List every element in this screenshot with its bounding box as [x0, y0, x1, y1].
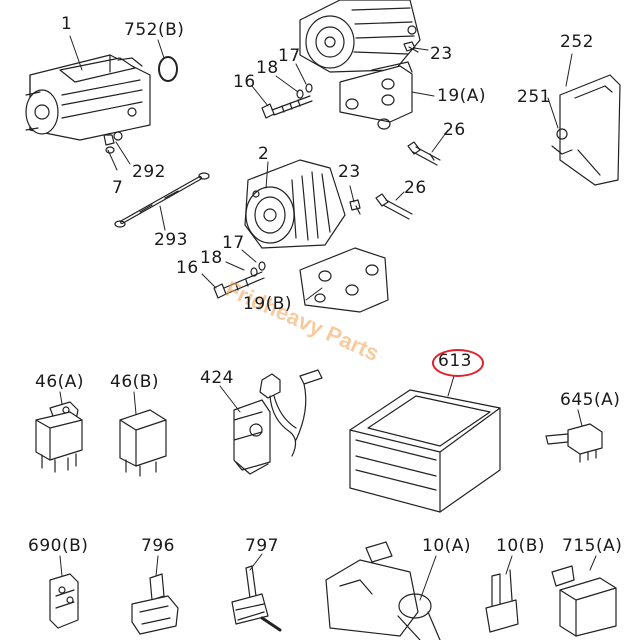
relay-715a-drawing: [551, 565, 617, 637]
bolt-16-lower-drawing: [213, 261, 266, 299]
upper-alternator-drawing: [299, 0, 421, 73]
callout-752b: 752(B): [124, 20, 185, 40]
callout-252: 252: [560, 32, 594, 52]
sensor-10a-drawing: [325, 541, 441, 640]
lower-alternator-drawing: [244, 159, 346, 249]
callout-7: 7: [112, 178, 124, 198]
callout-293: 293: [154, 230, 188, 250]
callout-10a: 10(A): [422, 536, 472, 556]
highlight-circle-613: [432, 349, 484, 377]
callout-424: 424: [200, 368, 234, 388]
bolt-23-lower-drawing: [349, 199, 361, 215]
bracket-19a-drawing: [339, 61, 413, 130]
bolt-26-lower-drawing: [375, 193, 413, 220]
bolt-16-upper-drawing: [261, 83, 313, 119]
callout-613: 613: [438, 351, 472, 371]
callout-19b: 19(B): [243, 294, 293, 314]
bracket-19b-drawing: [299, 247, 389, 313]
sensor-796-drawing: [131, 573, 179, 635]
callout-18-lower: 18: [200, 248, 223, 268]
relay-46b-drawing: [119, 409, 167, 477]
callout-690b: 690(B): [28, 536, 89, 556]
callout-16-upper: 16: [233, 72, 256, 92]
bracket-252-drawing: [551, 74, 621, 186]
callout-251: 251: [517, 87, 551, 107]
bolt-26-upper-drawing: [407, 141, 441, 166]
connector-690b-drawing: [49, 573, 79, 629]
callout-645a: 645(A): [560, 390, 621, 410]
starter-motor-drawing: [25, 54, 151, 141]
callout-23-lower: 23: [338, 162, 361, 182]
harness-424-drawing: [233, 369, 323, 475]
callout-2: 2: [258, 144, 270, 164]
callout-46b: 46(B): [110, 372, 160, 392]
callout-26-lower: 26: [404, 178, 427, 198]
sensor-797-drawing: [231, 565, 282, 632]
starter-washers-drawing: [103, 131, 123, 154]
callout-1: 1: [61, 14, 73, 34]
callout-26-upper: 26: [443, 120, 466, 140]
leader-lines: [59, 35, 597, 601]
callout-18-upper: 18: [256, 58, 279, 78]
callout-17-lower: 17: [222, 233, 245, 253]
connector-645a-drawing: [545, 423, 603, 463]
callout-46a: 46(A): [35, 372, 85, 392]
callout-16-lower: 16: [176, 258, 199, 278]
sensor-10b-drawing: [485, 569, 519, 633]
relay-46a-drawing: [35, 401, 83, 473]
callout-19a: 19(A): [437, 86, 487, 106]
ecu-613-drawing: [349, 389, 501, 513]
callout-23-upper: 23: [430, 44, 453, 64]
ground-cable-drawing: [114, 172, 210, 228]
callout-797: 797: [245, 536, 279, 556]
callout-17-upper: 17: [278, 46, 301, 66]
callout-292: 292: [132, 162, 166, 182]
callout-10b: 10(B): [496, 536, 546, 556]
o-ring-drawing: [158, 56, 178, 82]
callout-715a: 715(A): [562, 536, 623, 556]
callout-796: 796: [141, 536, 175, 556]
